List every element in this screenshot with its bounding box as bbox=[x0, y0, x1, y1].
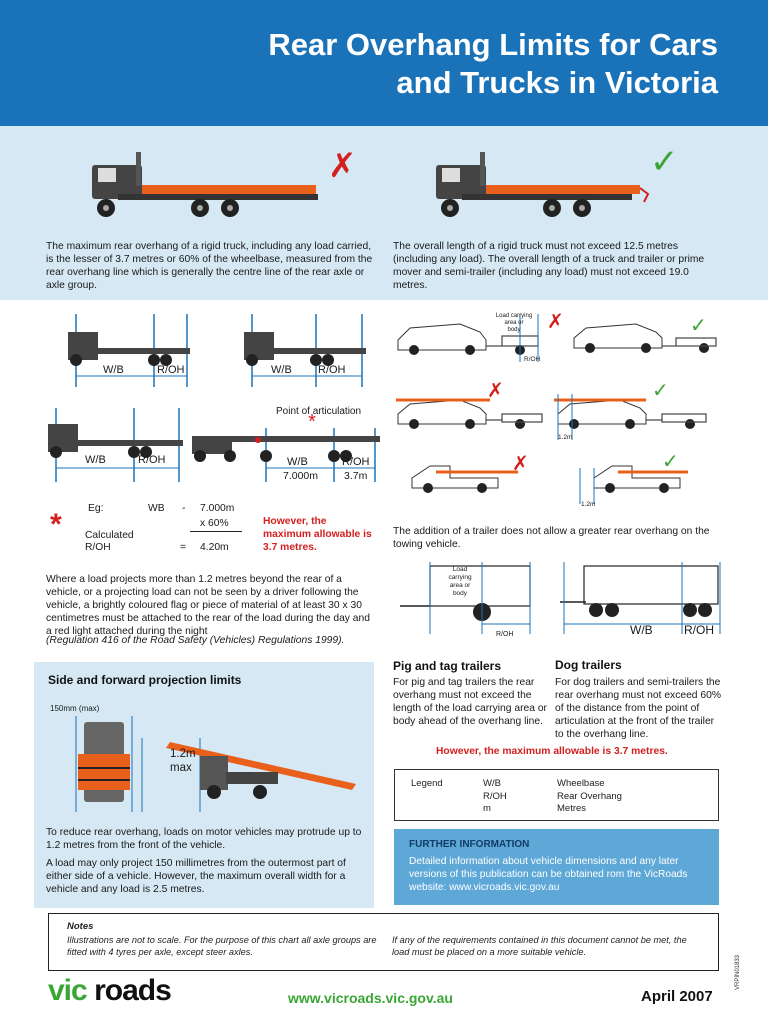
max-allowable-note: However, the maximum allowable is 3.7 me… bbox=[436, 746, 668, 757]
further-information-box: FURTHER INFORMATION Detailed information… bbox=[394, 829, 719, 905]
car-trailer-diagrams bbox=[396, 314, 717, 504]
truck-overhang-illustration-good bbox=[436, 152, 650, 217]
dim-7000-label: 7.000m bbox=[283, 470, 319, 482]
roh-label-dog: R/OH bbox=[684, 623, 714, 637]
rigid-truck-overhang-text: The maximum rear overhang of a rigid tru… bbox=[46, 241, 373, 291]
pig-trailers-heading: Pig and tag trailers bbox=[393, 659, 502, 673]
point-of-articulation-label: Point of articulation bbox=[276, 406, 362, 417]
truck-overhang-illustration-bad bbox=[92, 152, 318, 217]
eg-max-note: However, the maximum allowable is 3.7 me… bbox=[263, 516, 372, 553]
eg-label: Eg: bbox=[88, 503, 104, 514]
legend-abbr-wb: W/B bbox=[483, 778, 501, 789]
load-area-line-2: area or bbox=[504, 320, 524, 326]
dog-trailers-text: For dog trailers and semi-trailers the r… bbox=[555, 677, 721, 740]
cross-icon: ✗ bbox=[328, 146, 357, 186]
notes-title: Notes bbox=[67, 921, 94, 932]
wb-label-3: W/B bbox=[85, 454, 106, 466]
side-projection-heading: Side and forward projection limits bbox=[48, 673, 242, 687]
tick-icon: ✓ bbox=[650, 142, 679, 182]
eg-asterisk: * bbox=[50, 508, 62, 541]
legend-abbr-m: m bbox=[483, 803, 491, 814]
trailer-overhang-text: The addition of a trailer does not allow… bbox=[393, 526, 710, 550]
eg-roh: R/OH bbox=[85, 542, 111, 553]
roh-label-pig: R/OH bbox=[496, 631, 514, 638]
cross-icon-car-1: ✗ bbox=[547, 309, 564, 333]
projection-flag-text: Where a load projects more than 1.2 metr… bbox=[46, 574, 370, 637]
roh-label-4: R/OH bbox=[342, 456, 370, 468]
roh-label-1: R/OH bbox=[157, 364, 185, 376]
side-proj-12m-label: 1.2m bbox=[170, 748, 196, 760]
logo-vic: vic bbox=[48, 974, 88, 1007]
notes-box: Notes Illustrations are not to scale. Fo… bbox=[48, 913, 719, 971]
overall-length-text: The overall length of a rigid truck must… bbox=[393, 241, 705, 291]
eg-divider bbox=[190, 531, 242, 532]
eg-calculated: Calculated bbox=[85, 530, 134, 541]
side-projection-illustration bbox=[75, 716, 356, 812]
wb-label-dog: W/B bbox=[630, 623, 653, 637]
load-area-label-car: Load carrying area or body bbox=[494, 313, 534, 334]
header-banner: Rear Overhang Limits for Cars and Trucks… bbox=[0, 0, 768, 126]
logo-roads: roads bbox=[94, 974, 172, 1007]
publication-date: April 2007 bbox=[641, 988, 713, 1005]
legend-meaning-roh: Rear Overhang bbox=[557, 790, 622, 802]
notes-left-text: Illustrations are not to scale. For the … bbox=[67, 935, 377, 957]
dog-trailers-heading: Dog trailers bbox=[555, 658, 622, 672]
legend-abbr-column: W/B R/OH m bbox=[483, 778, 507, 816]
dim-12m-label-ute: 1.2m bbox=[581, 501, 596, 508]
eg-minus: - bbox=[182, 503, 186, 514]
legend-abbr-roh: R/OH bbox=[483, 790, 507, 802]
wb-label-1: W/B bbox=[103, 364, 124, 376]
eg-equals: = bbox=[180, 542, 187, 553]
load-area-b-line-1: Load bbox=[452, 566, 468, 573]
vicroads-logo: vic roads bbox=[48, 974, 172, 1008]
wb-label-2: W/B bbox=[271, 364, 292, 376]
side-projection-text-2: A load may only project 150 millimetres … bbox=[46, 858, 346, 895]
wheelbase-diagrams: * bbox=[48, 314, 380, 482]
load-area-line-1: Load carrying bbox=[495, 313, 533, 319]
wb-label-4: W/B bbox=[287, 456, 308, 468]
load-area-line-3: body bbox=[507, 327, 521, 333]
eg-wb-value: 7.000m bbox=[200, 503, 235, 514]
top-band bbox=[0, 126, 768, 300]
notes-right-text: If any of the requirements contained in … bbox=[392, 935, 687, 957]
legend-meaning-m: Metres bbox=[557, 803, 587, 814]
further-information-title: FURTHER INFORMATION bbox=[409, 839, 530, 850]
dim-12m-label-car: 1.2m bbox=[558, 434, 573, 441]
load-area-b-line-2: carrying bbox=[448, 574, 472, 581]
side-projection-text-1: To reduce rear overhang, loads on motor … bbox=[46, 827, 362, 851]
tick-icon-ute: ✓ bbox=[662, 449, 679, 473]
dim-37-label: 3.7m bbox=[344, 470, 368, 482]
pig-dog-trailer-diagrams bbox=[400, 562, 721, 634]
legend-meaning-wb: Wheelbase bbox=[557, 778, 605, 789]
load-area-b-line-3: area or bbox=[449, 582, 471, 589]
eg-result: 4.20m bbox=[200, 542, 229, 553]
roh-label-3: R/OH bbox=[138, 454, 166, 466]
pig-trailers-text: For pig and tag trailers the rear overha… bbox=[393, 677, 547, 727]
roh-label-2: R/OH bbox=[318, 364, 346, 376]
legend-box: Legend W/B R/OH m Wheelbase Rear Overhan… bbox=[394, 769, 719, 821]
cross-icon-car-2: ✗ bbox=[487, 378, 504, 402]
website-link[interactable]: www.vicroads.vic.gov.au bbox=[288, 990, 453, 1006]
regulation-text: (Regulation 416 of the Road Safety (Vehi… bbox=[46, 635, 345, 646]
eg-wb: WB bbox=[148, 503, 165, 514]
cross-icon-ute: ✗ bbox=[512, 451, 529, 475]
tick-icon-car-1: ✓ bbox=[690, 313, 707, 337]
legend-meaning-column: Wheelbase Rear Overhang Metres bbox=[557, 778, 622, 816]
eg-times: x 60% bbox=[200, 518, 229, 529]
further-information-text: Detailed information about vehicle dimen… bbox=[409, 856, 688, 893]
side-proj-max-label: max bbox=[170, 762, 192, 774]
roh-label-car: R/OH bbox=[524, 356, 541, 363]
page-title: Rear Overhang Limits for Cars and Trucks… bbox=[268, 26, 718, 102]
title-line-1: Rear Overhang Limits for Cars bbox=[268, 27, 718, 62]
load-area-b-line-4: body bbox=[452, 590, 468, 597]
articulation-asterisk: * bbox=[308, 411, 316, 433]
title-line-2: and Trucks in Victoria bbox=[396, 65, 718, 100]
load-area-label-pig: Load carrying area or body bbox=[440, 566, 480, 598]
side-width-label: 150mm (max) bbox=[50, 704, 100, 713]
document-code: VRPIN01833 bbox=[735, 954, 741, 990]
legend-title: Legend bbox=[411, 778, 443, 789]
tick-icon-car-2: ✓ bbox=[652, 378, 669, 402]
